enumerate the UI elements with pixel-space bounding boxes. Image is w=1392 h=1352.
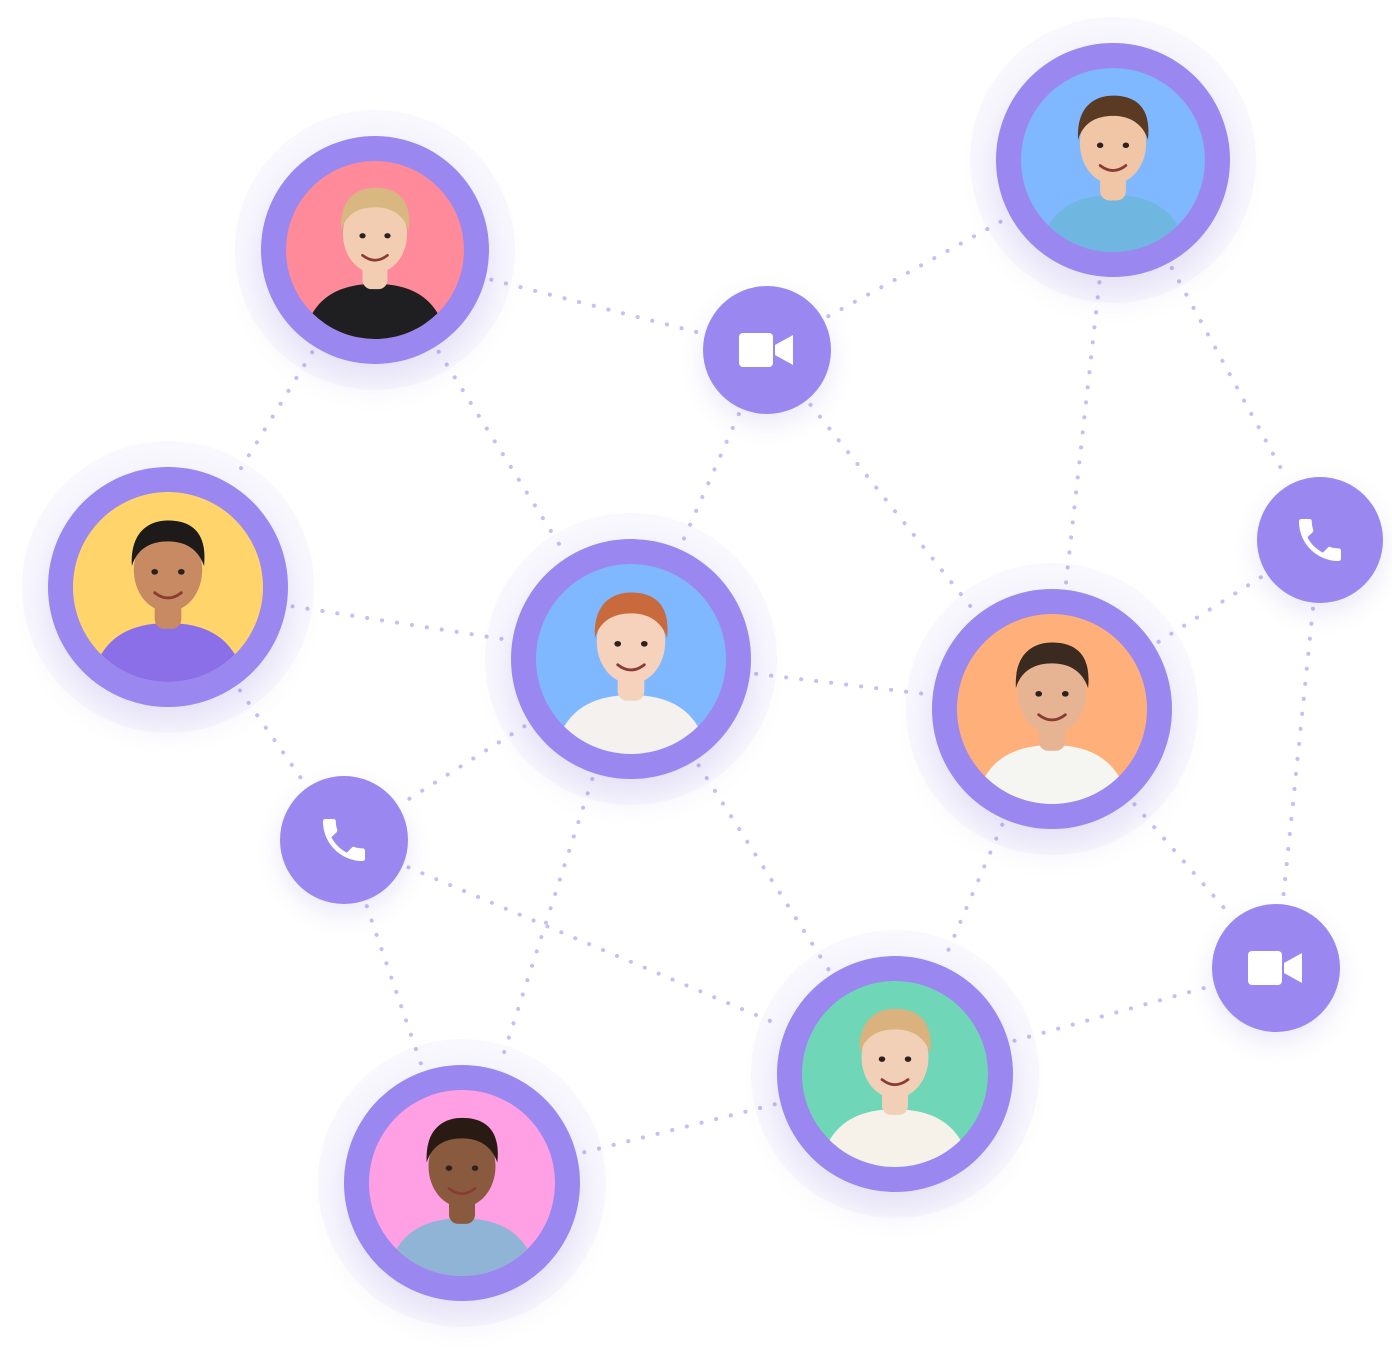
dotted-connector [696,763,831,972]
dotted-connector [1132,802,1233,918]
dotted-connector [580,1102,777,1155]
dotted-connector [231,350,315,482]
dotted-connector [489,277,702,335]
dotted-connector [754,671,929,697]
dotted-connector [1156,574,1264,644]
phone-icon [1292,512,1348,568]
avatar-blonde-woman[interactable] [777,956,1013,1192]
avatar-photo [536,564,726,754]
avatar-curly-hair-woman[interactable] [344,1065,580,1301]
avatar-photo [802,981,988,1167]
avatar-smiling-man-blue-shirt[interactable] [996,43,1230,277]
dotted-connector [1169,266,1289,482]
dotted-connector [237,688,307,785]
avatar-bearded-man-white-shirt[interactable] [932,589,1172,829]
dotted-connector [1012,984,1211,1043]
video-call-button[interactable] [703,286,831,414]
avatar-photo [73,492,263,682]
phone-call-button[interactable] [280,776,408,904]
phone-call-button[interactable] [1257,477,1383,603]
avatar-photo [286,161,464,339]
dotted-connector [808,402,976,613]
dotted-connector [498,776,595,1067]
avatar-blonde-man[interactable] [261,136,489,364]
dotted-connector [436,349,567,555]
dotted-connector [364,904,424,1068]
dotted-connector [401,724,527,805]
video-camera-icon [1248,951,1304,985]
dotted-connector [941,822,1005,963]
dotted-connector [1063,280,1102,586]
avatar-bearded-man-purple-shirt[interactable] [48,467,288,707]
avatar-photo [1021,68,1205,252]
avatar-photo [369,1090,555,1276]
phone-icon [316,812,372,868]
dotted-connector [1281,606,1315,901]
video-call-button[interactable] [1212,904,1340,1032]
avatar-redhead-woman[interactable] [511,539,751,779]
dotted-connector [290,604,509,642]
avatar-photo [957,614,1147,804]
dotted-connector [679,412,741,546]
dotted-connector [826,217,1008,319]
dotted-connector [406,865,783,1028]
video-camera-icon [739,333,795,367]
